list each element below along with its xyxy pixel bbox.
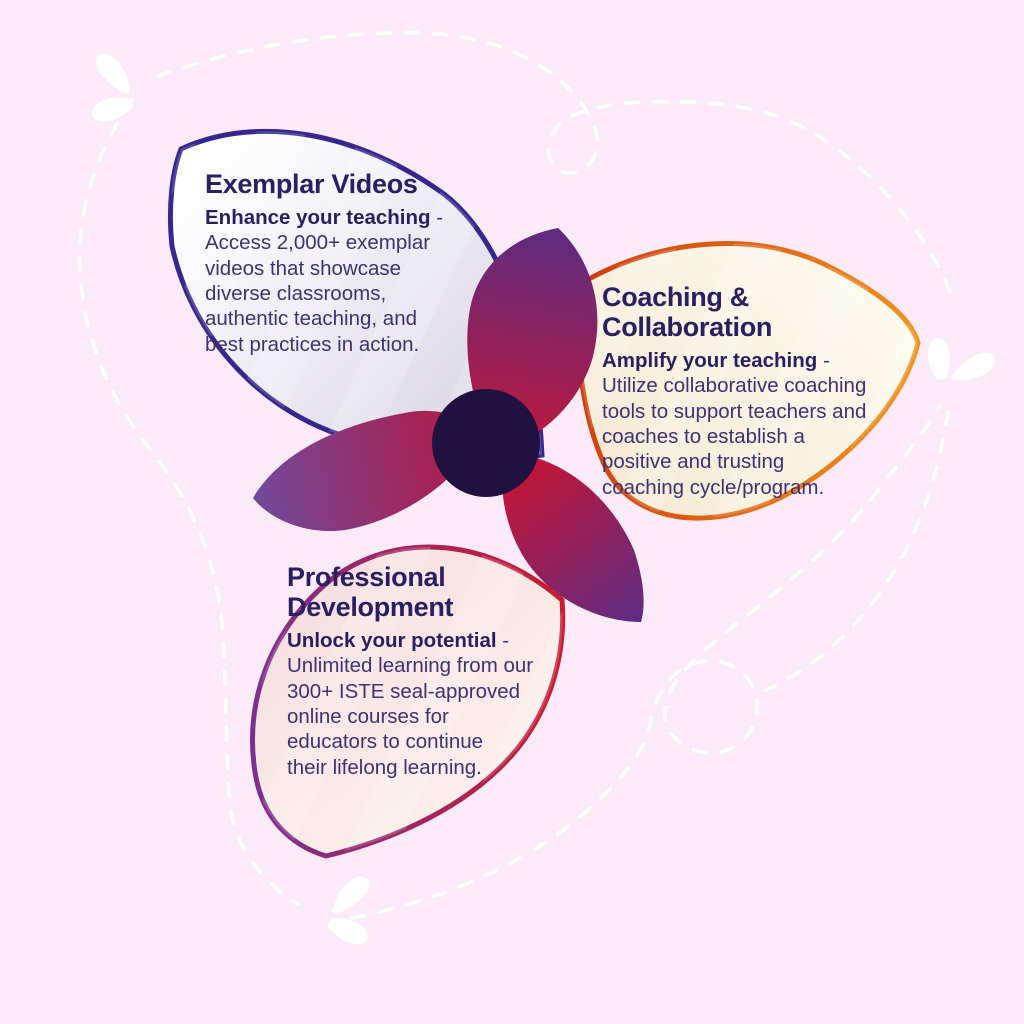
professional-body: - Unlimited learning from our 300+ ISTE … xyxy=(287,628,534,779)
exemplar-card: Exemplar Videos Enhance your teaching - … xyxy=(205,169,505,357)
professional-card: Professional Development Unlock your pot… xyxy=(287,562,587,780)
flower-center-dot xyxy=(432,389,540,497)
professional-petal-stripes xyxy=(252,546,563,856)
exemplar-petal-stripes xyxy=(170,131,543,459)
coaching-title: Coaching & Collaboration xyxy=(602,282,773,342)
butterfly-icon xyxy=(916,326,999,401)
small-petal-left xyxy=(253,410,485,532)
butterfly-icon xyxy=(79,51,145,129)
exemplar-title: Exemplar Videos xyxy=(205,169,418,199)
exemplar-body: - Access 2,000+ exemplar videos that sho… xyxy=(205,205,444,356)
professional-lead: Unlock your potential xyxy=(287,628,497,652)
coaching-copy: Amplify your teaching - Utilize collabor… xyxy=(602,348,922,500)
trail-bottom-loop-path xyxy=(350,404,942,920)
trail-left-path xyxy=(77,98,300,906)
professional-copy: Unlock your potential - Unlimited learni… xyxy=(287,628,587,780)
exemplar-copy: Enhance your teaching - Access 2,000+ ex… xyxy=(205,205,505,357)
exemplar-petal xyxy=(167,128,545,461)
trail-right-path xyxy=(764,410,950,692)
butterfly-icon xyxy=(319,875,380,950)
professional-title: Professional Development xyxy=(287,562,454,622)
exemplar-lead: Enhance your teaching xyxy=(205,205,431,229)
coaching-body: - Utilize collaborative coaching tools t… xyxy=(602,348,867,499)
small-petal-bottom-right xyxy=(502,452,644,622)
coaching-petal xyxy=(574,241,921,521)
coaching-card: Coaching & Collaboration Amplify your te… xyxy=(602,282,922,500)
professional-petal xyxy=(250,544,566,859)
dashed-trail xyxy=(77,31,952,920)
coaching-petal-stripes xyxy=(576,243,918,519)
coaching-lead: Amplify your teaching xyxy=(602,348,818,372)
flower-center xyxy=(253,228,644,622)
